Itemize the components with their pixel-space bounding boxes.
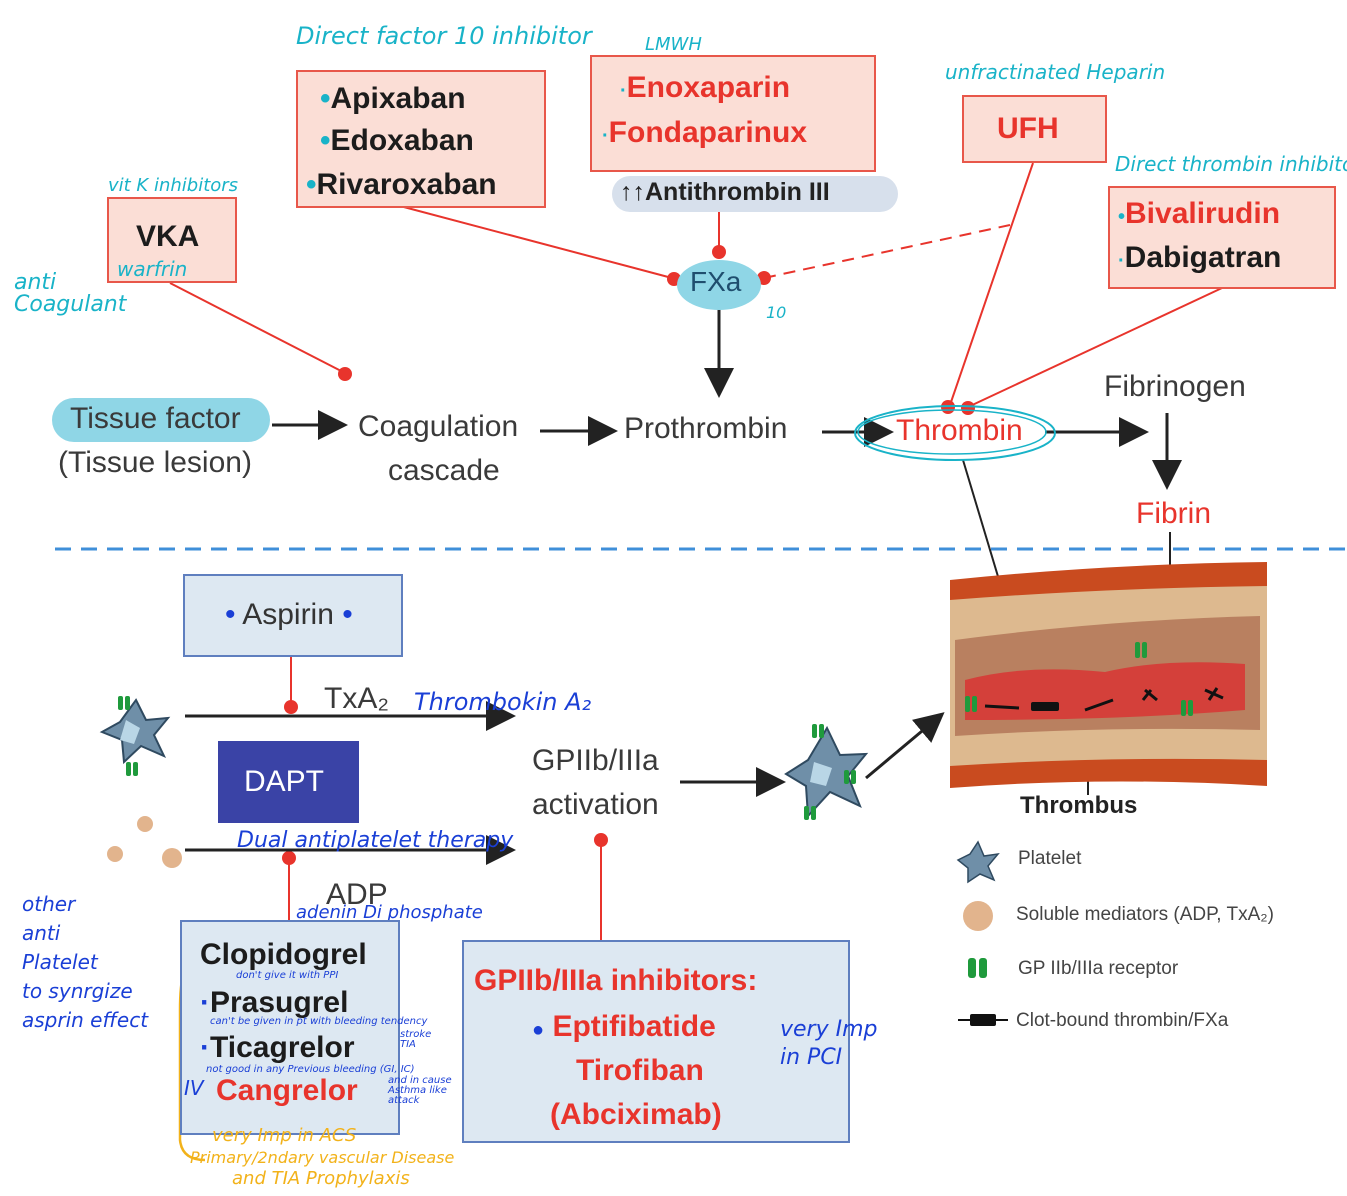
clot-bound-icon [958, 1014, 1008, 1026]
drug-apixaban: •Apixaban [320, 82, 466, 115]
acs-note-2: Primary/2ndary vascular Disease [190, 1148, 455, 1167]
vessel-thrombus-illustration [950, 562, 1267, 788]
other-antiplatelet-note: other anti Platelet to synrgize asprin e… [22, 892, 149, 1032]
dapt-note: Dual antiplatelet therapy [237, 828, 514, 853]
xa-inhibitor-box: •Apixaban •Edoxaban •Rivaroxaban [296, 70, 546, 208]
gp-activation-label-1: GPIIb/IIIa [532, 744, 659, 777]
drug-ticagrelor: ·Ticagrelor [200, 1031, 355, 1064]
gp-inhibitor-title: GPIIb/IIIa inhibitors: [474, 964, 758, 997]
ufh-box: UFH [962, 95, 1107, 163]
clopidogrel-note: don't give it with PPI [236, 970, 339, 981]
drug-ufh: UFH [997, 112, 1059, 145]
drug-bivalirudin: •Bivalirudin [1118, 197, 1281, 230]
thrombus-label: Thrombus [1020, 792, 1138, 819]
gp-receptor-icon [968, 958, 987, 978]
ticagrelor-note: not good in any Previous bleeding (GI, I… [206, 1064, 415, 1075]
platelet-cluster-icon [99, 696, 171, 776]
dti-annotation: Direct thrombin inhibitor [1115, 152, 1347, 176]
ufh-thrombin-line [949, 162, 1034, 406]
drug-prasugrel: ·Prasugrel [200, 986, 349, 1019]
drug-rivaroxaban: •Rivaroxaban [306, 168, 497, 201]
drug-tirofiban: Tirofiban [576, 1054, 704, 1087]
gp-activation-label-2: activation [532, 788, 659, 821]
drug-clopidogrel: Clopidogrel [200, 938, 367, 971]
antithrombin-note: ↑↑Antithrombin III [620, 178, 830, 206]
acs-note-1: very Imp in ACS [212, 1125, 357, 1146]
p2y12-box: Clopidogrel ·Prasugrel ·Ticagrelor Cangr… [180, 920, 400, 1135]
anticoagulant-note: anti Coagulant [14, 270, 127, 317]
dti-thrombin-line [967, 287, 1223, 408]
vka-box: VKA warfrin [107, 197, 237, 283]
drug-abciximab: (Abciximab) [550, 1098, 722, 1131]
prasugrel-note: can't be given in pt with bleeding tende… [210, 1016, 428, 1027]
iv-note: IV [184, 1076, 204, 1100]
xa-inhibit-line [399, 205, 673, 279]
lmwh-box: ·Enoxaparin ·Fondaparinux [590, 55, 876, 172]
xa-inhib-annotation: Direct factor 10 inhibitor [296, 22, 592, 50]
txa2-label: TxA₂ [324, 682, 389, 715]
legend-soluble-text: Soluble mediators (ADP, TxA₂) [1016, 904, 1275, 925]
warfarin-note: warfrin [117, 257, 188, 281]
antithrombin-highlight [612, 176, 898, 212]
gp-inhibitor-box: GPIIb/IIIa inhibitors: ● Eptifibatide Ti… [462, 940, 850, 1143]
adp-note: adenin Di phosphate [296, 902, 483, 923]
tissue-lesion-label: (Tissue lesion) [58, 446, 252, 479]
thrombin-highlight-circle [854, 405, 1056, 461]
drug-dabigatran: ·Dabigatran [1118, 241, 1282, 274]
txa2-note: Thrombokin A₂ [414, 688, 592, 716]
legend: Platelet Soluble mediators (ADP, TxA₂) G… [952, 838, 1342, 1048]
vka-inhibit-line [169, 282, 346, 374]
adp-label: ADP [326, 878, 388, 911]
tissue-factor-highlight [52, 398, 270, 442]
lmwh-annotation: LMWH [645, 34, 702, 55]
tissue-factor-label: Tissue factor [70, 402, 241, 435]
dti-box: •Bivalirudin ·Dabigatran [1108, 186, 1336, 289]
vka-inhibit-dot [338, 367, 352, 381]
fibrin-label: Fibrin [1136, 497, 1212, 530]
dapt-label: DAPT [244, 765, 325, 798]
thrombin-label: Thrombin [896, 414, 1023, 447]
activated-platelet-cluster-icon [784, 724, 869, 820]
acs-note-3: and TIA Prophylaxis [232, 1168, 410, 1189]
aspirin-box: • Aspirin • [183, 574, 403, 657]
drug-edoxaban: •Edoxaban [320, 124, 474, 157]
vka-annotation: vit K inhibitors [108, 175, 239, 196]
prothrombin-label: Prothrombin [624, 412, 788, 445]
fxa-note: 10 [766, 303, 787, 322]
ufh-annotation: unfractinated Heparin [945, 60, 1166, 84]
drug-aspirin: • Aspirin • [225, 598, 353, 631]
coag-cascade-label-2: cascade [388, 454, 500, 487]
platelet-icon [956, 840, 1000, 884]
legend-gp-text: GP IIb/IIIa receptor [1018, 958, 1179, 979]
soluble-mediators-cluster-icon [107, 816, 182, 868]
drug-enoxaparin: ·Enoxaparin [620, 71, 791, 104]
drug-cangrelor: Cangrelor [216, 1074, 358, 1107]
soluble-mediator-icon [963, 901, 993, 931]
coag-cascade-label-1: Coagulation [358, 410, 519, 443]
legend-platelet-text: Platelet [1018, 848, 1082, 869]
drug-fondaparinux: ·Fondaparinux [602, 116, 808, 149]
fxa-label: FXa [690, 266, 742, 297]
fxa-node [677, 260, 761, 310]
legend-clot-text: Clot-bound thrombin/FXa [1016, 1010, 1229, 1031]
drug-eptifibatide: ● Eptifibatide [532, 1010, 716, 1043]
ufh-xa-dashed-line [763, 224, 1011, 279]
fibrinogen-label: Fibrinogen [1104, 370, 1246, 403]
dapt-box: DAPT [218, 741, 359, 823]
drug-vka: VKA [136, 220, 200, 253]
